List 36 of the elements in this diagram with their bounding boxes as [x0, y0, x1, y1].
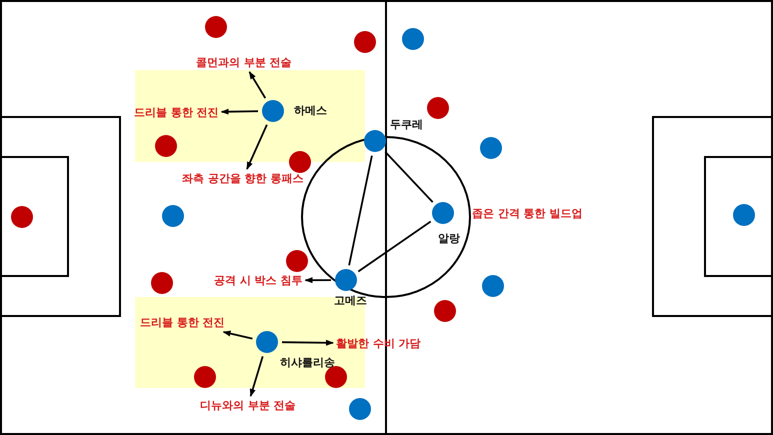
arrow — [246, 124, 268, 170]
player-name: 하메스 — [294, 104, 327, 117]
player-marker — [151, 272, 173, 294]
player-name: 알랑 — [438, 232, 460, 245]
connector-line — [348, 156, 373, 266]
connector-line — [384, 151, 434, 203]
annotation-text: 드리블 통한 전진 — [134, 106, 219, 119]
player-marker — [402, 28, 424, 50]
arrow — [220, 108, 258, 115]
player-marker — [286, 250, 308, 272]
player-marker — [162, 205, 184, 227]
annotation-text: 좌측 공간을 향한 롱패스 — [182, 172, 304, 185]
player-marker — [205, 16, 227, 38]
annotation-text: 드리블 통한 전진 — [140, 316, 225, 329]
arrow — [248, 71, 266, 99]
player-marker — [427, 97, 449, 119]
annotation-text: 공격 시 박스 침투 — [214, 274, 302, 287]
player-name: 두쿠레 — [390, 118, 423, 131]
arrow — [250, 356, 264, 397]
annotation-text: 디뉴와의 부분 전술 — [200, 399, 296, 412]
arrow — [282, 340, 334, 346]
annotation-text: 콜먼과의 부분 전술 — [196, 56, 292, 69]
player-marker — [289, 151, 311, 173]
player-marker — [349, 398, 371, 420]
player-marker — [480, 137, 502, 159]
player-marker — [354, 31, 376, 53]
connector-line — [358, 220, 432, 272]
player-marker — [434, 300, 456, 322]
player-name: 고메즈 — [334, 294, 367, 307]
player-marker — [11, 206, 33, 228]
player-marker — [482, 275, 504, 297]
annotation-text: 좁은 간격 통한 빌드업 — [472, 207, 582, 220]
arrow — [304, 277, 331, 284]
player-name: 히샤를리송 — [280, 356, 335, 369]
arrow — [222, 330, 253, 340]
player-marker — [733, 204, 755, 226]
